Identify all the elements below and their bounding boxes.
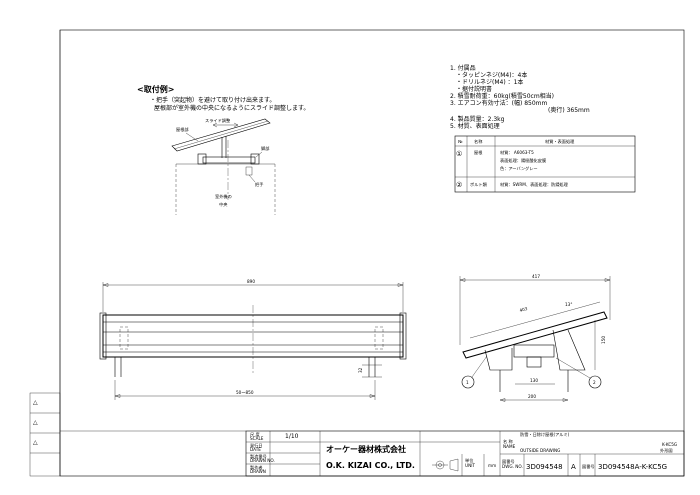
dim-range: 50～850 xyxy=(236,390,254,395)
side-view: 417 403 13° 150 130 200 1 2 xyxy=(459,274,611,402)
projection-symbol xyxy=(432,458,459,472)
install-desc: 屋根部が室外機の中央になるようにスライド調整します。 xyxy=(154,104,309,112)
table-cell-spec: 材質： A6063-T5 xyxy=(500,149,534,156)
table-header-name: 名称 xyxy=(474,138,482,145)
callout-2 xyxy=(588,375,602,389)
company-jp: オーケー器材株式会社 xyxy=(326,444,406,454)
date-label: 発行日 xyxy=(250,442,263,449)
scale-value: 1/10 xyxy=(285,433,299,440)
dwg-sub: DWG. NO. xyxy=(502,464,523,469)
roof-label: 屋根部 xyxy=(176,126,189,133)
table-cell-name: 屋根 xyxy=(474,149,483,156)
notes-block: 1. 付属品 ・タッピンネジ(M4)：4本 ・ドリルネジ(M4) ：1本 ・据付… xyxy=(450,64,590,130)
note-line: ・タッピンネジ(M4)：4本 xyxy=(456,71,527,79)
dwg-no: 3D094548 xyxy=(526,463,563,471)
bracket-label: 脚部 xyxy=(261,145,269,152)
maker-sub: DRAWN xyxy=(250,469,266,474)
note-line: ・据付説明書 xyxy=(456,85,492,93)
name-label: 名 称 xyxy=(503,438,513,445)
dim-bottom: 200 xyxy=(528,394,536,399)
drawing-type-en: OUTSIDE DRAWING xyxy=(520,448,560,453)
drawing-type: 外形図 xyxy=(660,447,673,454)
full-no: 3D094548A-K-KC5G xyxy=(598,463,667,471)
callout-1 xyxy=(461,375,475,389)
table-cell-name: ボルト類 xyxy=(470,181,488,188)
note-line: 1. 付属品 xyxy=(450,64,476,72)
maker-label: 製作者 xyxy=(250,464,263,471)
dim-side: 32 xyxy=(358,367,363,373)
revision-mark: △ xyxy=(33,419,38,426)
install-desc: ・把手（突起物）を避けて取り付け出来ます。 xyxy=(150,96,275,104)
note-line: (奥行) 365mm xyxy=(548,106,590,114)
name-sub: NAME xyxy=(503,444,516,449)
table-cell-no: ① xyxy=(456,150,462,158)
materials-table: № 名称 材質・表面処理 ① 屋根 材質： A6063-T5 表面処理：陽極酸化… xyxy=(454,135,636,193)
dim-mid: 130 xyxy=(530,378,538,383)
table-cell-spec: 材質：SWRM、表面処理：防錆処理 xyxy=(500,181,569,188)
revision-mark: △ xyxy=(33,399,38,406)
callout-1-label: 1 xyxy=(466,380,469,385)
product-name: 防雪・日除け屋根(アルミ) xyxy=(520,431,570,438)
unit-label: 単位 xyxy=(465,457,473,464)
dim-depth: 417 xyxy=(532,274,540,279)
revision-mark: △ xyxy=(33,439,38,446)
note-line: 4. 製品質量：2.3kg xyxy=(450,115,505,123)
dim-diag: 403 xyxy=(519,306,528,313)
dim-width: 890 xyxy=(247,279,255,284)
full-no-label: 図番号 xyxy=(582,463,595,470)
date-sub: DATE xyxy=(250,447,261,452)
note-line: 3. エアコン有効寸法：(幅) 850mm xyxy=(450,99,548,107)
table-header-no: № xyxy=(458,139,463,144)
dwg-label: 図番号 xyxy=(502,458,515,465)
note-line: ・ドリルネジ(M4) ：1本 xyxy=(456,78,523,86)
table-cell-spec: 表面処理：陽極酸化皮膜 xyxy=(500,157,546,164)
install-title: <取付例> xyxy=(137,84,174,94)
drawing-sub: DRAWN NO. xyxy=(250,458,275,463)
install-roof xyxy=(171,118,271,152)
scale-sub: SCALE xyxy=(250,436,264,441)
table-cell-no: ② xyxy=(456,181,462,189)
slide-label: スライド調整 xyxy=(205,117,231,124)
callout-2-label: 2 xyxy=(593,380,596,385)
rev: A xyxy=(571,463,576,471)
unit-value: mm xyxy=(488,463,496,468)
model-code: K-KC5G xyxy=(662,442,677,447)
scale-label: 尺 度 xyxy=(250,431,261,438)
note-line: 5. 材質、表面処理 xyxy=(450,122,500,130)
handle-label: 把手 xyxy=(255,181,263,188)
company-en: O.K. KIZAI CO., LTD. xyxy=(326,461,415,470)
center-label: 室外機の xyxy=(215,193,232,200)
note-line: 2. 積雪耐荷重：60kg(積雪50cm相当) xyxy=(450,92,554,100)
center-label-2: 中央 xyxy=(219,201,228,208)
title-block: 尺 度 SCALE 1/10 発行日 DATE 製造番号 DRAWN NO. 製… xyxy=(60,430,685,477)
table-cell-spec: 色：アーバングレー xyxy=(500,165,538,172)
install-example: <取付例> ・把手（突起物）を避けて取り付け出来ます。 屋根部が室外機の中央にな… xyxy=(137,84,309,215)
table-header-spec: 材質・表面処理 xyxy=(545,138,575,145)
dim-height: 150 xyxy=(601,336,606,344)
install-bracket xyxy=(202,156,256,164)
front-view: 890 32 50～850 xyxy=(99,279,407,400)
unit-sub: UNIT xyxy=(465,463,475,468)
drawing-label: 製造番号 xyxy=(250,453,267,460)
angle-label: 13° xyxy=(565,302,572,307)
revision-table: △ △ △ xyxy=(29,392,61,477)
side-roof xyxy=(462,311,608,359)
